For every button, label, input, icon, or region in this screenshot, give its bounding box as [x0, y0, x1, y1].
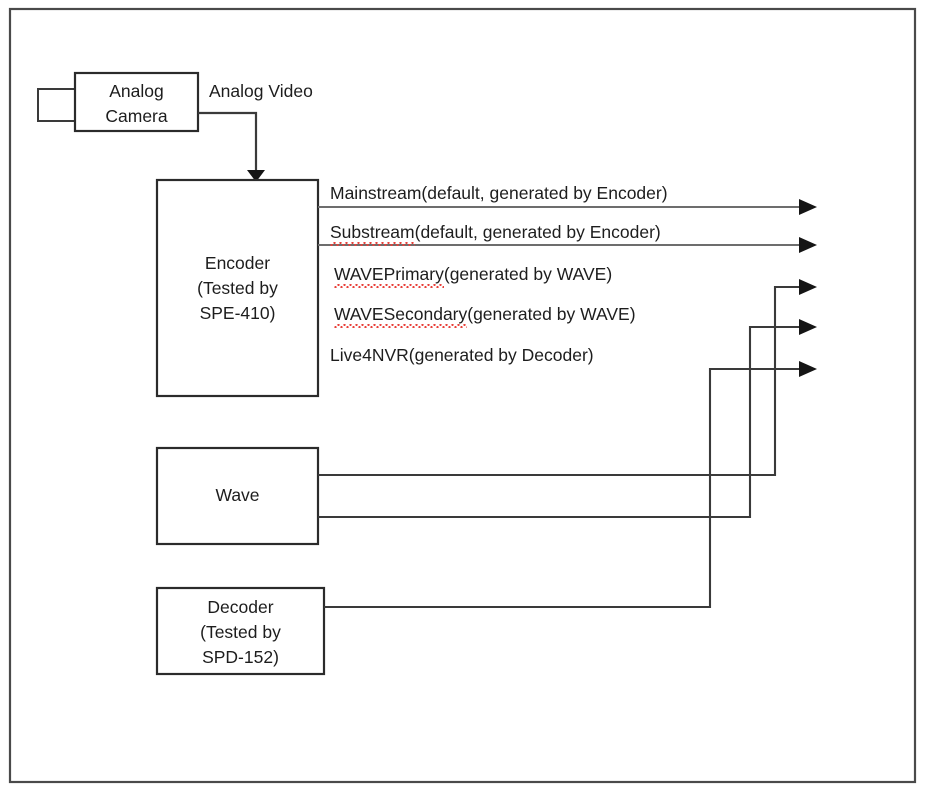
edge-label-wave-secondary-rest: (generated by WAVE) — [467, 304, 636, 324]
edge-mainstream-arrowhead — [799, 199, 817, 215]
edge-label-substream-rest: (default, generated by Encoder) — [414, 222, 661, 242]
edge-wave-primary-arrowhead — [799, 279, 817, 295]
camera-lens-shape — [37, 88, 77, 122]
edge-live4nvr-arrowhead — [799, 361, 817, 377]
edge-label-mainstream-rest: Mainstream(default, generated by Encoder… — [330, 183, 668, 203]
edge-wave-secondary-line — [318, 325, 806, 519]
edge-label-mainstream: Mainstream(default, generated by Encoder… — [330, 182, 668, 204]
edge-substream-arrowhead — [799, 237, 817, 253]
edge-label-wave-primary-spellword: WAVEPrimary — [334, 264, 444, 288]
edge-label-wave-primary: WAVEPrimary(generated by WAVE) — [334, 263, 613, 288]
node-analog-camera[interactable] — [73, 71, 200, 133]
node-decoder[interactable] — [155, 586, 326, 676]
edge-analog-video-line — [198, 111, 258, 172]
node-wave[interactable] — [155, 446, 320, 546]
edge-label-analog-video: Analog Video — [209, 81, 313, 101]
edge-label-substream-spellword: Substream — [330, 222, 415, 246]
edge-label-substream: Substream(default, generated by Encoder) — [330, 221, 661, 246]
edge-label-wave-secondary-spellword: WAVESecondary — [334, 304, 468, 328]
edge-wave-secondary-arrowhead — [799, 319, 817, 335]
edge-live4nvr-line — [324, 367, 806, 609]
node-encoder[interactable] — [155, 178, 320, 398]
edge-analog-video-arrowhead — [247, 170, 265, 182]
edge-label-live4nvr-rest: Live4NVR(generated by Decoder) — [330, 345, 594, 365]
diagram-outer-frame — [8, 7, 917, 784]
edge-label-wave-primary-rest: (generated by WAVE) — [443, 264, 613, 284]
edge-label-wave-secondary: WAVESecondary(generated by WAVE) — [334, 303, 636, 328]
edge-label-live4nvr: Live4NVR(generated by Decoder) — [330, 344, 594, 366]
edge-wave-primary-line — [318, 285, 806, 477]
